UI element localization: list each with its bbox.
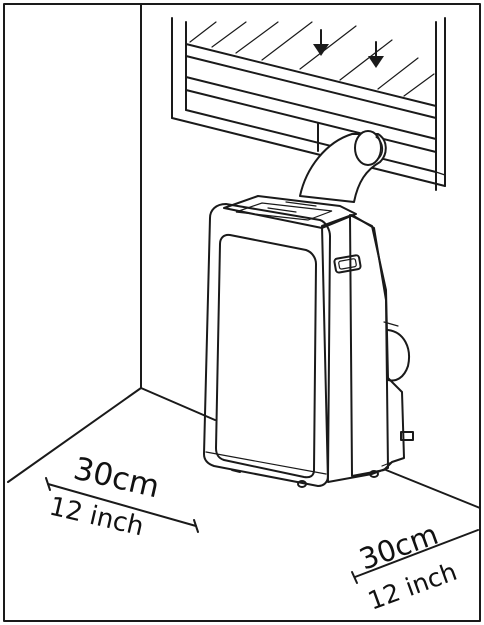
exhaust-hose [299,130,387,203]
airflow-arrow-icon [368,41,384,68]
outer-frame [3,3,481,622]
airflow-arrow-icon [313,29,329,56]
left-clearance-value: 30cm [70,451,163,506]
left-clearance-dimension: 30cm 12 inch [45,451,199,542]
wall-corner [7,3,481,509]
right-clearance-dimension: 30cm 12 inch [351,517,479,616]
window [171,17,446,191]
air-conditioner-unit [203,195,414,488]
